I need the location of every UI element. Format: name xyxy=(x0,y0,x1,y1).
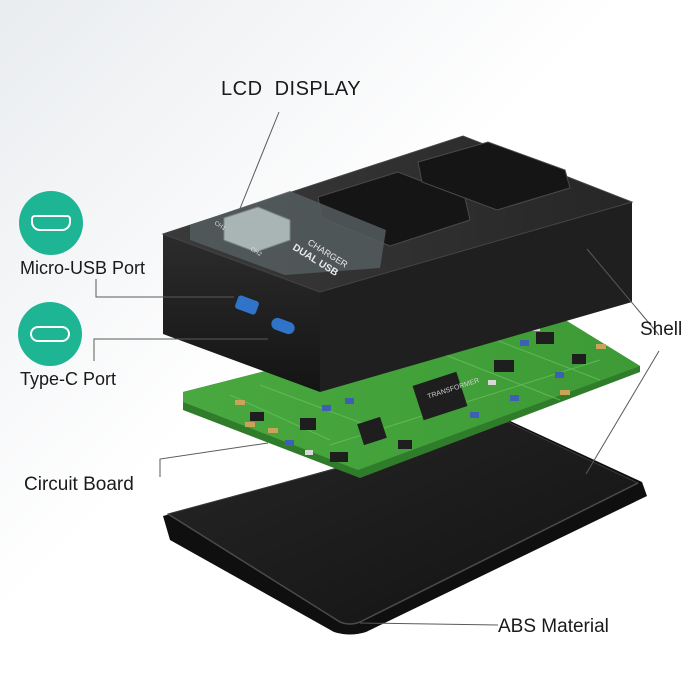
label-lcd-display: LCD DISPLAY xyxy=(221,78,362,100)
abs-base-plate xyxy=(163,420,647,635)
leader-circuit xyxy=(159,442,269,477)
micro-usb-icon xyxy=(19,191,83,255)
circuit-board: TRANSFORMER xyxy=(183,302,640,478)
charger-shell: DUAL USB CHARGER CH1 CH2 xyxy=(161,135,634,392)
label-shell: Shell xyxy=(640,319,683,340)
label-micro-usb-port: Micro-USB Port xyxy=(20,258,146,278)
label-type-c-port: Type-C Port xyxy=(20,369,117,389)
leader-typec xyxy=(93,338,268,361)
leader-shell xyxy=(586,248,660,336)
ch1-marking: CH1 xyxy=(213,221,227,233)
ch2-marking: CH2 xyxy=(249,247,263,259)
leader-micro xyxy=(95,279,234,298)
leader-lcd xyxy=(238,111,280,212)
leader-shell-lower xyxy=(585,350,660,475)
label-abs-material: ABS Material xyxy=(498,616,609,637)
type-c-icon xyxy=(18,302,82,366)
label-circuit-board: Circuit Board xyxy=(24,474,134,495)
leader-abs xyxy=(359,622,499,626)
leader-lines xyxy=(93,111,660,626)
